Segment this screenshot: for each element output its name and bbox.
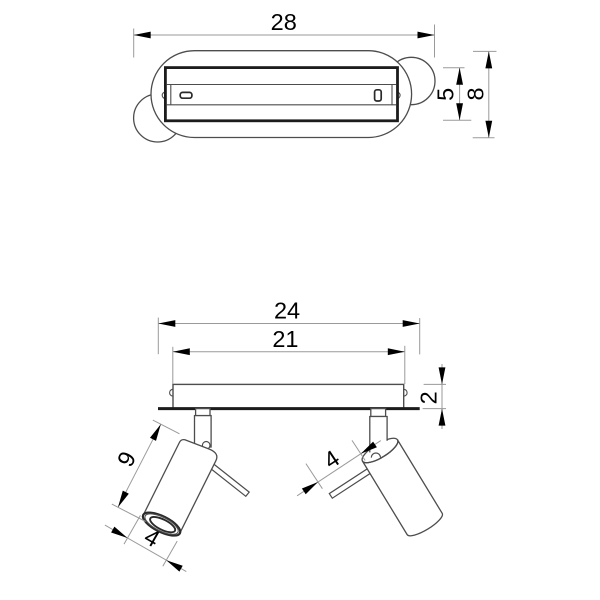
- svg-text:5: 5: [432, 88, 458, 101]
- svg-text:21: 21: [272, 326, 298, 352]
- svg-text:8: 8: [462, 87, 488, 100]
- svg-text:28: 28: [271, 9, 297, 35]
- svg-text:24: 24: [274, 298, 300, 324]
- svg-text:2: 2: [416, 391, 442, 404]
